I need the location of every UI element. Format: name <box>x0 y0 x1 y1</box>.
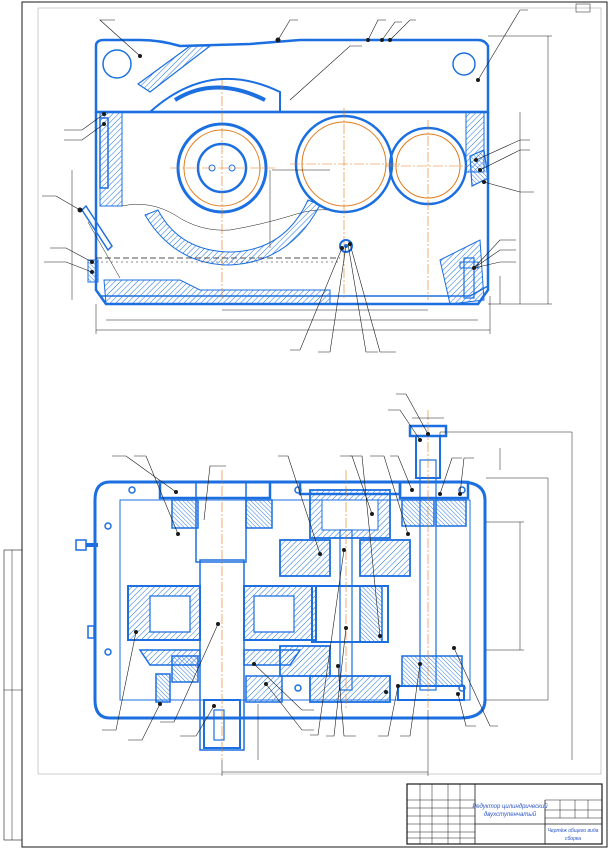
note-line-2: сборка <box>565 836 581 842</box>
plan-housing <box>93 480 487 720</box>
title-line-1: Редуктор цилиндрический <box>472 803 548 810</box>
sheet-frame <box>3 1 608 848</box>
front-view <box>42 9 552 353</box>
title-block: Редуктор цилиндрический двухступенчатый … <box>406 783 603 845</box>
plan-gear-middle <box>279 489 411 703</box>
housing-cover <box>94 38 490 114</box>
plan-gear-large <box>127 585 317 666</box>
title-line-2: двухступенчатый <box>484 811 537 818</box>
note-line-1: Чертёж общего вида <box>548 828 599 834</box>
plan-view <box>75 393 573 776</box>
housing-body <box>94 112 490 306</box>
